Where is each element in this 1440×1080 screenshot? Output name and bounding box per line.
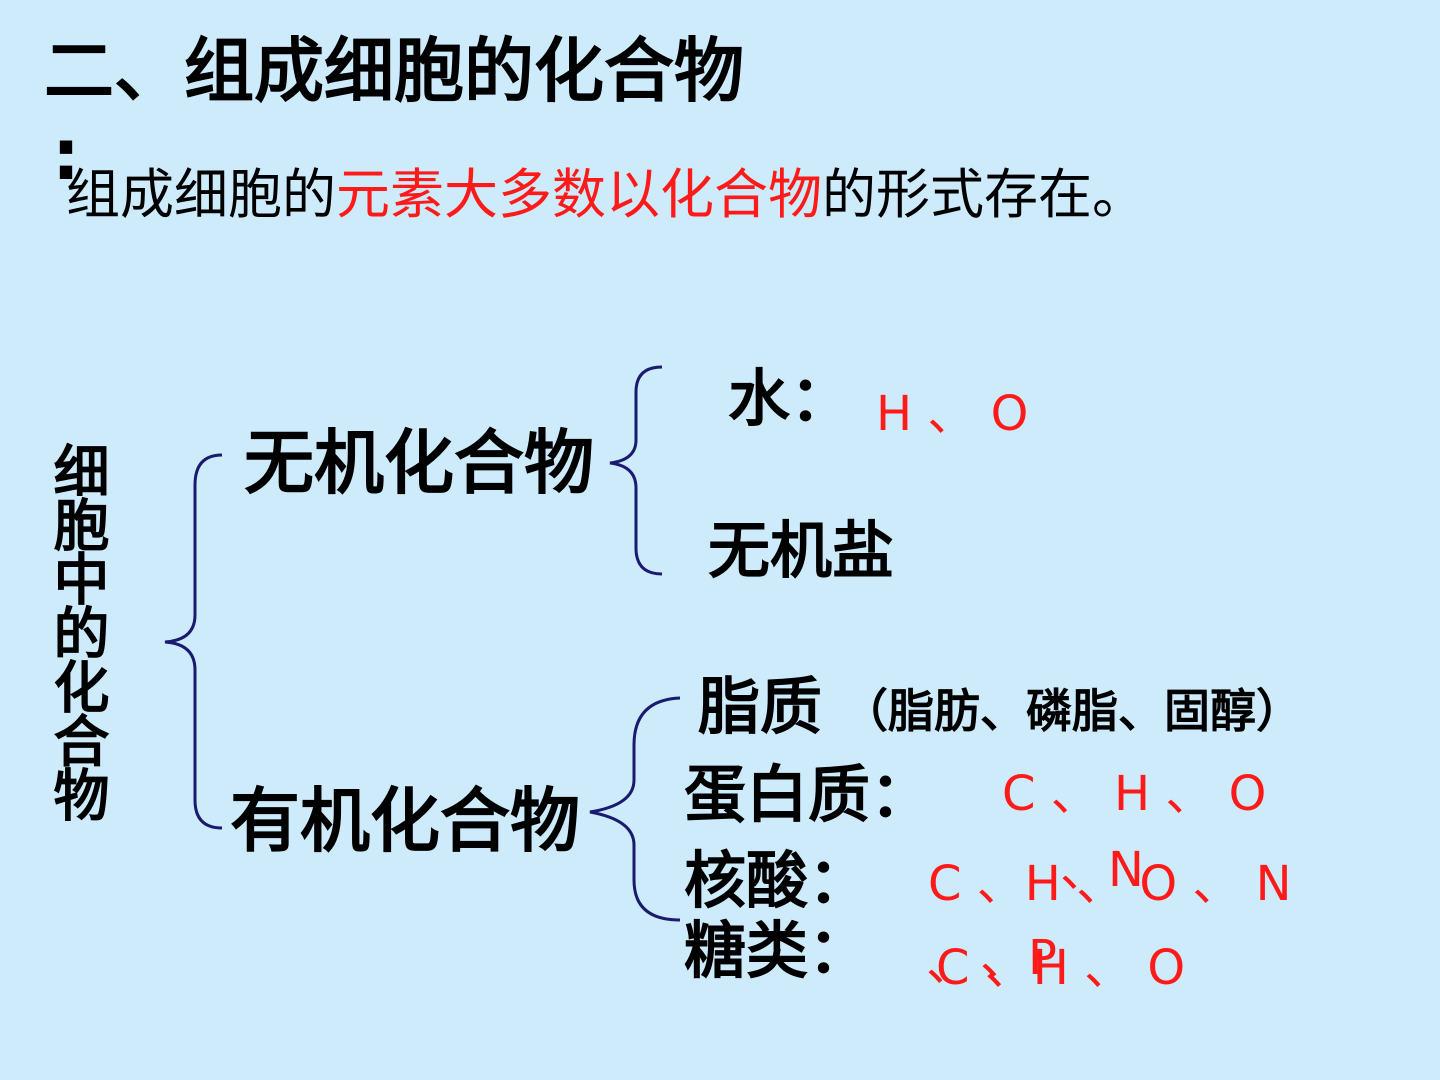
title-colon: : <box>52 114 80 196</box>
sugar-elements: C 、H 、 O <box>936 940 1186 996</box>
root-label: 细胞中的化合物 <box>44 442 109 820</box>
salt-label: 无机盐 <box>708 514 895 587</box>
nucleic-label: 核酸： <box>684 844 871 917</box>
intro-part1: 组成细胞的 <box>66 163 336 226</box>
organic-label: 有机化合物 <box>230 780 580 862</box>
nucleic-elements: C 、H 、 O 、 N <box>928 856 1292 912</box>
intro-part3: 的形式存在。 <box>822 163 1146 226</box>
lipid-subtypes: （脂肪、磷脂、固醇） <box>842 684 1302 738</box>
sugar-extra-elements: 、 <box>926 936 975 992</box>
organic-brace <box>589 696 681 922</box>
lipid-label: 脂质 <box>698 670 823 743</box>
protein-label: 蛋白质： <box>684 758 933 831</box>
sugar-label: 糖类： <box>684 914 871 987</box>
intro-sentence: 组成细胞的元素大多数以化合物的形式存在。 <box>66 168 1146 222</box>
water-elements: H 、 O <box>876 386 1029 442</box>
inorganic-label: 无机化合物 <box>244 422 594 504</box>
nucleic-extra-elements: 、P <box>980 930 1057 986</box>
root-brace <box>164 453 223 830</box>
water-label: 水： <box>728 362 853 435</box>
page-title: 二、组成细胞的化合物 <box>44 30 744 112</box>
inorganic-brace <box>609 365 663 576</box>
protein-extra-elements: 、N <box>1060 842 1144 898</box>
protein-elements: C 、 H 、 O <box>1002 766 1267 822</box>
intro-highlight: 元素大多数以化合物 <box>336 163 822 226</box>
